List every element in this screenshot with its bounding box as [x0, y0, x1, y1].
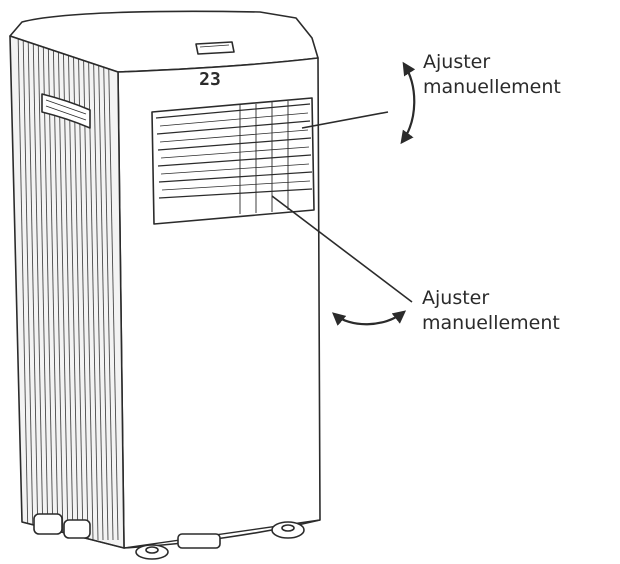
horizontal-adjust-label-line2: manuellement — [422, 312, 560, 334]
air-conditioner-unit — [9, 10, 321, 560]
air-outlet — [151, 97, 315, 225]
leader-line-vertical — [301, 111, 389, 129]
horizontal-adjust-label-line1: Ajuster — [422, 287, 490, 309]
base-casters — [21, 513, 321, 560]
vertical-adjust-label: Ajuster manuellement — [423, 50, 561, 100]
temperature-display: 23 — [199, 69, 221, 90]
side-handle — [41, 93, 91, 129]
horizontal-double-arrow-icon — [332, 310, 407, 326]
control-panel — [195, 41, 235, 55]
side-vent-ribs — [17, 36, 119, 541]
horizontal-adjust-label: Ajuster manuellement — [422, 286, 560, 336]
vertical-double-arrow-icon — [400, 61, 416, 145]
vertical-adjust-label-line2: manuellement — [423, 76, 561, 98]
vertical-adjust-label-line1: Ajuster — [423, 51, 491, 73]
leader-line-horizontal — [271, 195, 413, 303]
